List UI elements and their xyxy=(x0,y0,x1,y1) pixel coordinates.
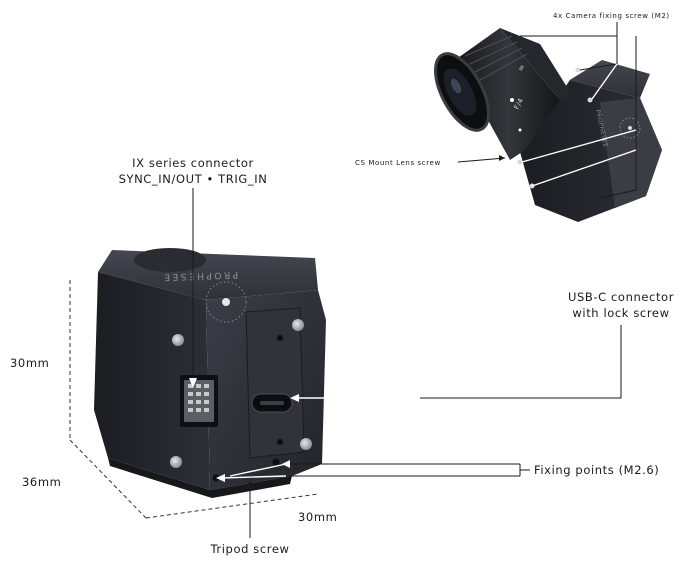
camera-screws-label: 4x Camera fixing screw (M2) xyxy=(553,12,670,20)
hole-icon xyxy=(272,458,280,466)
screw-icon xyxy=(172,334,184,346)
rear-mount xyxy=(134,248,206,272)
fixing-points-label: Fixing points (M2.6) xyxy=(534,463,659,477)
ix-label-line2: SYNC_IN/OUT • TRIG_IN xyxy=(119,172,268,186)
small-logo-ring xyxy=(619,117,641,139)
small-screw-icon xyxy=(575,67,581,73)
dim-width-label: 30mm xyxy=(298,510,337,524)
screw-icon xyxy=(170,456,182,468)
camera-with-lens: PROPHESEE F/4 ∞ xyxy=(355,12,670,222)
small-body-front xyxy=(600,98,662,208)
small-screw-icon xyxy=(517,159,523,165)
main-camera: PROPHESEE xyxy=(94,248,326,498)
cs-mount-label: CS Mount Lens screw xyxy=(355,159,441,167)
fixing-leader xyxy=(216,460,530,482)
dim-height-label: 30mm xyxy=(10,356,49,370)
screw-icon xyxy=(292,319,304,331)
usb-label-line1: USB-C connector xyxy=(568,290,674,304)
logo-dot xyxy=(222,298,230,306)
camera-screws xyxy=(170,319,312,468)
hole-icon xyxy=(277,335,283,341)
brand-logo-text: PROPHESEE xyxy=(162,269,239,282)
camera-side-face xyxy=(94,272,210,490)
usb-c-connector-icon xyxy=(251,393,293,413)
usb-label-line2: with lock screw xyxy=(572,306,669,320)
lens: F/4 ∞ xyxy=(434,28,572,160)
front-plate xyxy=(245,307,305,459)
small-screw-icon xyxy=(587,97,593,103)
small-body-top xyxy=(560,60,650,98)
dimension-lines xyxy=(69,280,319,519)
hole-icon xyxy=(277,439,283,445)
screw-icon xyxy=(300,438,312,450)
ix-label-line1: IX series connector xyxy=(132,156,254,170)
logo-ring xyxy=(205,281,247,323)
ix-connector-icon xyxy=(180,375,218,427)
dim-depth-label: 36mm xyxy=(22,475,61,489)
lens-ribs xyxy=(464,35,528,81)
usb-leader xyxy=(296,325,622,399)
lens-focus-text: ∞ xyxy=(516,63,527,73)
camera-screw-leaders xyxy=(520,35,637,199)
tripod-label: Tripod screw xyxy=(209,542,289,556)
